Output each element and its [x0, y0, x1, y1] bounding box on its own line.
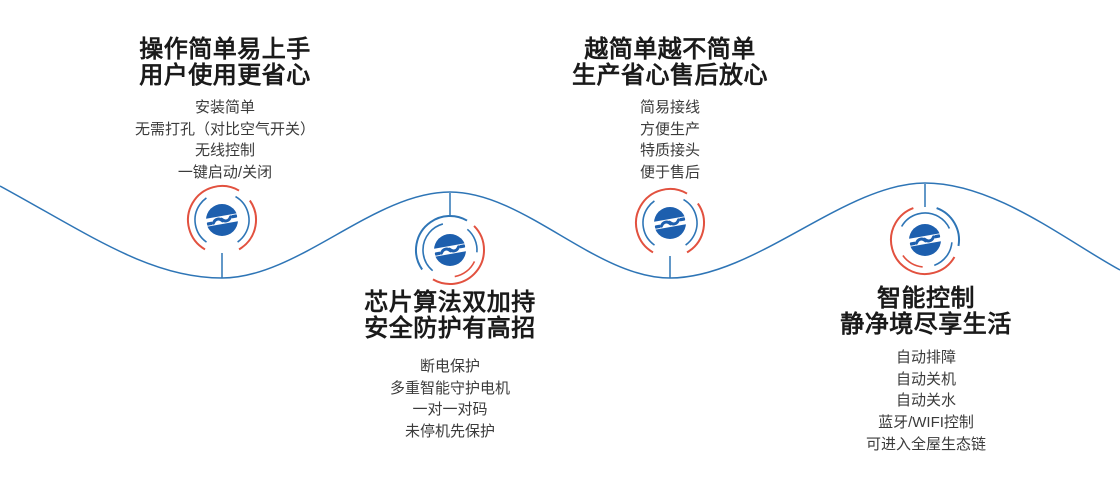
feature-item: 自动关水 — [895, 392, 956, 410]
feature-section-operation: 操作简单易上手 用户使用更省心 安装简单无需打孔（对比空气开关） 无线控制一键启动… — [65, 37, 385, 184]
section-heading: 智能控制 静净境尽享生活 — [766, 286, 1086, 338]
feature-item: 无需打孔（对比空气开关） — [134, 120, 315, 138]
feature-item: 断电保护 — [419, 358, 480, 375]
section-heading-line1: 越简单越不简单 — [584, 36, 756, 63]
section-heading-line2: 安全防护有高招 — [364, 315, 536, 342]
section-heading: 越简单越不简单 生产省心售后放心 — [510, 37, 830, 89]
section-heading-line2: 生产省心售后放心 — [572, 62, 768, 89]
section-heading-line2: 用户使用更省心 — [139, 62, 311, 89]
feature-item: 便于售后 — [639, 164, 700, 182]
feature-item-list: 安装简单无需打孔（对比空气开关） 无线控制一键启动/关闭 — [65, 97, 385, 184]
feature-item: 简易接线 — [639, 99, 700, 116]
timeline-node — [890, 205, 960, 275]
feature-item: 多重智能守护电机 — [389, 379, 510, 397]
section-heading-line1: 智能控制 — [877, 285, 975, 312]
section-heading: 芯片算法双加持 安全防护有高招 — [290, 290, 610, 342]
feature-item: 一对一对码 — [412, 401, 488, 419]
feature-section-production: 越简单越不简单 生产省心售后放心 简易接线方便生产特质接头便于售后 — [510, 37, 830, 184]
feature-section-chip-safety: 芯片算法双加持 安全防护有高招 断电保护多重智能守护电机一对一对码未停机先保护 — [290, 290, 610, 443]
feature-section-smart-control: 智能控制 静净境尽享生活 自动排障自动关机自动关水蓝牙/WIFI控制可进入全屋生… — [766, 286, 1086, 456]
feature-item: 特质接头 — [639, 142, 700, 160]
feature-item: 无线控制 — [194, 142, 255, 160]
feature-item: 蓝牙/WIFI控制 — [878, 414, 974, 432]
feature-item: 方便生产 — [639, 120, 700, 138]
feature-item: 自动关机 — [895, 370, 956, 388]
wave-line — [0, 182, 1120, 279]
feature-item: 安装简单 — [194, 99, 255, 116]
feature-item: 一键启动/关闭 — [177, 164, 273, 182]
feature-item-list: 自动排障自动关机自动关水蓝牙/WIFI控制可进入全屋生态链 — [766, 347, 1086, 456]
section-heading-line1: 操作简单易上手 — [139, 36, 311, 63]
feature-item: 可进入全屋生态链 — [865, 435, 986, 453]
feature-item-list: 断电保护多重智能守护电机一对一对码未停机先保护 — [290, 356, 610, 443]
feature-item: 自动排障 — [895, 349, 956, 366]
feature-item: 未停机先保护 — [404, 423, 495, 441]
feature-item-list: 简易接线方便生产特质接头便于售后 — [510, 97, 830, 184]
timeline-node — [415, 215, 485, 285]
section-heading: 操作简单易上手 用户使用更省心 — [65, 37, 385, 89]
section-heading-line1: 芯片算法双加持 — [364, 289, 536, 316]
section-heading-line2: 静净境尽享生活 — [840, 311, 1012, 338]
